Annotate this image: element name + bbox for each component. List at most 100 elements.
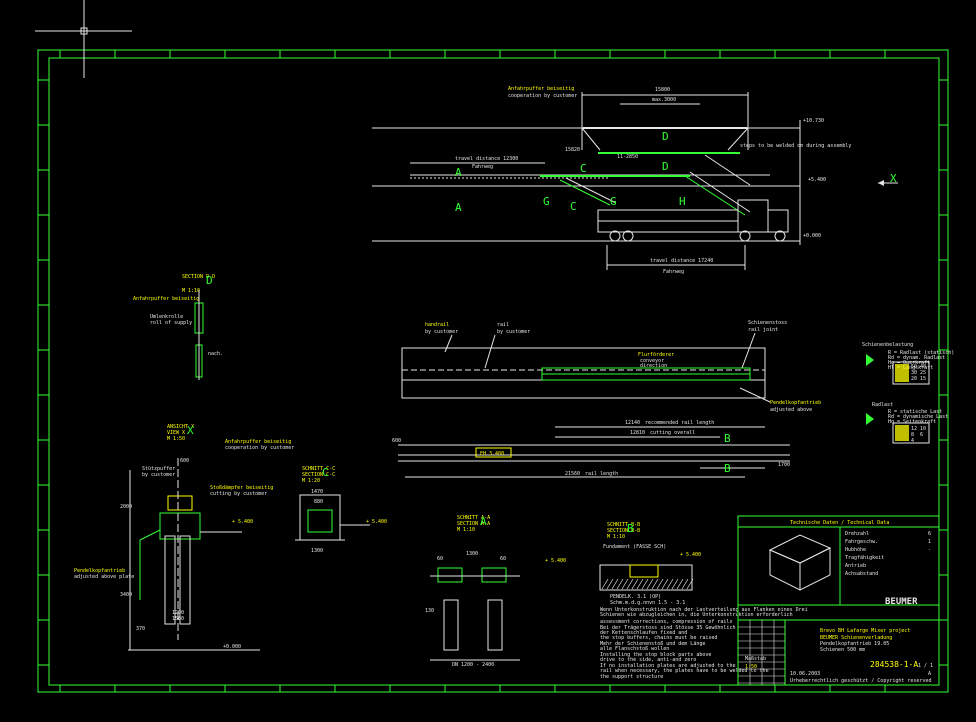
section-aa-detail[interactable]: SCHNITT A-A SECTION A-A M 1:10 A 1300 60…: [425, 515, 566, 668]
travel-lower-sub: Fahrweg: [663, 269, 684, 275]
section-label-c-lower: C: [570, 200, 577, 213]
crosshair-cursor-icon: [35, 0, 132, 78]
section-cc-detail[interactable]: SCHNITT C-C SECTION C-C M 1:20 C 1470 88…: [295, 466, 387, 554]
view-x-dim-left: 2000: [120, 504, 132, 510]
hatch-line: [671, 578, 679, 590]
svg-text:1: 1: [928, 539, 931, 545]
company-logo: BEUMER: [885, 597, 918, 607]
section-aa-title-sub: SECTION A-A: [457, 521, 490, 527]
hatch-line: [646, 578, 654, 590]
section-label-d-upper: D: [662, 130, 669, 143]
travel-upper-sub: Fahrweg: [472, 164, 493, 170]
view-x-label2: Stützpuffer: [142, 466, 175, 472]
section-label-g1: G: [543, 195, 550, 208]
view-x-label2-sub: by customer: [142, 472, 175, 478]
dim-mid: 11-2850: [617, 154, 638, 160]
svg-text:Wenn Unterkonstruktion nach de: Wenn Unterkonstruktion nach der Lastvert…: [600, 607, 808, 613]
plan-view[interactable]: handrail by customer rail by customer Sc…: [392, 320, 821, 478]
section-dd-scale: M 1:10: [182, 288, 200, 294]
drawn-date: 10.06.2003: [790, 671, 820, 677]
hatch-line: [631, 578, 639, 590]
plan-right-note: Schienenstoss: [748, 320, 787, 326]
section-label-b-upper: B: [724, 432, 731, 445]
plan-dim3: 21560: [565, 471, 580, 477]
svg-text:8: 8: [911, 432, 914, 438]
plan-dim-right: 1700: [778, 462, 790, 468]
legend2-rows: R = statische Last Rd = dynamische Last …: [888, 409, 948, 425]
section-aa-title: SCHNITT A-A: [457, 515, 490, 521]
view-x-label: X: [890, 172, 897, 185]
view-x-dim-w2: 1500: [172, 616, 184, 622]
section-aa-dim-top: 1300: [466, 551, 478, 557]
elev-top: +10.730: [803, 118, 824, 124]
view-x-detail-scale: M 1:50: [167, 436, 185, 442]
section-dd-label1: Anfahrpuffer beiseitig: [133, 296, 199, 302]
hatch-line: [626, 578, 634, 590]
plan-box-label: EH 3.400: [480, 451, 504, 457]
section-cc-title: SCHNITT C-C: [302, 466, 335, 472]
section-aa-label: A: [480, 515, 487, 528]
svg-text:30: 30: [911, 370, 917, 376]
svg-text:15: 15: [920, 376, 926, 382]
plan-bottom-note-sub: adjusted above: [770, 407, 812, 413]
view-x-elev1: + 5.400: [232, 519, 253, 525]
svg-text:20: 20: [911, 376, 917, 382]
section-bb-title: SCHNITT B-B: [607, 522, 640, 528]
section-bb-title-sub: SECTION B-B: [607, 528, 640, 534]
svg-text:alle Flanschstoß wollen: alle Flanschstoß wollen: [600, 646, 669, 652]
isometric-block-icon: [768, 534, 832, 591]
section-bb-scale: M 1:10: [607, 534, 625, 540]
note-right: steps to be welded on during assembly: [740, 143, 851, 149]
section-bb-label-mid: PENDELK. 3.1 (OP): [610, 594, 661, 600]
plan-left-note-sub: by customer: [425, 329, 458, 335]
project-line3: Pendelkopfantrieb 19.05: [820, 641, 889, 647]
view-x-detail-title: ANSICHT X: [167, 424, 194, 430]
svg-text:25: 25: [920, 370, 926, 376]
hatch-line: [656, 578, 664, 590]
main-elevation-view[interactable]: Anfahrpuffer beiseitig cooperation by cu…: [372, 86, 898, 275]
section-dd-label: D: [206, 274, 213, 287]
sheet-number: 1 / 1: [918, 663, 933, 669]
svg-text:If no installation plates are: If no installation plates are adjusted t…: [600, 663, 735, 669]
svg-text:6: 6: [928, 531, 931, 537]
section-dd-label3: nach.: [208, 351, 223, 357]
plan-mid-note-sub: by customer: [497, 329, 530, 335]
svg-text:Drehzahl: Drehzahl: [845, 531, 869, 537]
plan-dim1: 12140: [625, 420, 640, 426]
view-x-detail[interactable]: ANSICHT X VIEW X M 1:50 X Anfahrpuffer b…: [74, 424, 294, 651]
legend2-title: Radlast: [872, 402, 893, 408]
project-line2: BEUMER Schienenverladung: [820, 635, 892, 641]
top-callout-sub: cooperation by customer: [508, 93, 577, 99]
section-dd-detail[interactable]: SECTION D-D D M 1:10 Anfahrpuffer beisei…: [133, 274, 223, 380]
svg-text:Achsabstand: Achsabstand: [845, 571, 878, 577]
plan-dim1-note: recommended rail length: [645, 420, 714, 426]
view-x-label4-sub: adjusted above plate: [74, 574, 134, 580]
svg-text:Hq = Seitenkraft: Hq = Seitenkraft: [888, 419, 936, 425]
plan-bottom-note: Pendelkopfantrieb: [770, 400, 821, 406]
dim-total: 15800: [655, 87, 670, 93]
view-x-label1: Anfahrpuffer beiseitig: [225, 439, 291, 445]
hatch-line: [606, 578, 614, 590]
legend-rail-load[interactable]: Schienenbelastung R = Radlast (statisch)…: [862, 342, 954, 385]
hatch-line: [621, 578, 629, 590]
copyright-footer: Urheberrechtlich geschützt / Copyright r…: [790, 678, 931, 684]
section-cc-elev: + 5.400: [366, 519, 387, 525]
plan-left-note: handrail: [425, 322, 449, 328]
svg-text:Antrieb: Antrieb: [845, 563, 866, 569]
view-x-dim-bottom: 370: [136, 626, 145, 632]
project-line4: Schienen 500 mm: [820, 647, 865, 653]
title-block[interactable]: Technische Daten / Technical Data Drehza…: [737, 515, 940, 686]
section-label-d-lower: D: [662, 160, 669, 173]
view-x-dim-top: 600: [180, 458, 189, 464]
hatch-line: [616, 578, 624, 590]
plan-dim3-note: rail length: [585, 471, 618, 477]
section-aa-dim-side: 130: [425, 608, 434, 614]
section-cc-dim-top: 1470: [311, 489, 323, 495]
svg-text:-: -: [928, 547, 931, 553]
svg-text:50: 50: [911, 364, 917, 370]
legend-wheel-load[interactable]: Radlast R = statische Last Rd = dynamisc…: [866, 402, 948, 444]
section-aa-dim-top-l: 60: [437, 556, 443, 562]
section-bb-detail[interactable]: SCHNITT B-B SECTION B-B M 1:10 B Fundame…: [599, 522, 808, 680]
svg-text:the support structure: the support structure: [600, 674, 663, 680]
